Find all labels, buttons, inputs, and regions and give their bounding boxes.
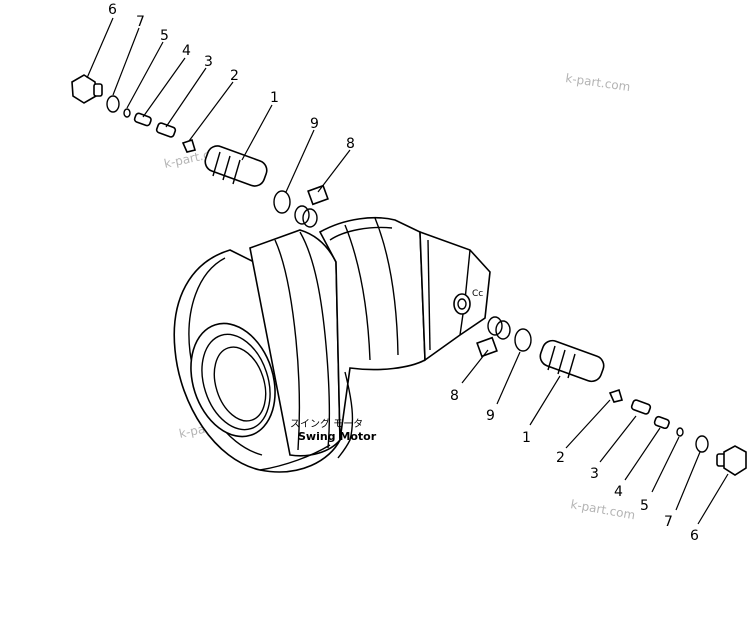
callout-bottom-6: 6 [690, 528, 699, 544]
watermark-top-right: k-part.com [565, 71, 632, 94]
part-bottom-1-valve [539, 339, 605, 383]
part-top-4-spring [133, 112, 152, 127]
part-top-9-oring [273, 190, 291, 214]
part-top-6-plug [71, 74, 103, 104]
callout-bottom-5: 5 [640, 498, 649, 514]
callout-top-5: 5 [160, 28, 169, 44]
callout-bottom-2: 2 [556, 450, 565, 466]
swing-motor-housing [173, 216, 491, 473]
part-bottom-9-oring [514, 328, 532, 352]
part-bottom-8-rings [476, 316, 511, 358]
swing-motor-label-jp: スイング モータ [290, 417, 363, 430]
part-bottom-4-spring [653, 415, 670, 430]
part-top-8-rings [294, 184, 329, 228]
callout-bottom-3: 3 [590, 466, 599, 482]
callout-top-7: 7 [136, 14, 145, 30]
part-bottom-6-plug [716, 445, 747, 476]
callout-bottom-7: 7 [664, 514, 673, 530]
callout-top-3: 3 [204, 54, 213, 70]
watermark-bottom-right: k-part.com [569, 497, 636, 522]
housing-mark: Cc [472, 289, 483, 299]
callout-top-8: 8 [346, 136, 355, 152]
callout-bottom-8: 8 [450, 388, 459, 404]
callout-top-2: 2 [230, 68, 239, 84]
part-top-7-oring [106, 95, 120, 113]
callout-top-4: 4 [182, 43, 191, 59]
part-top-2-poppet [181, 138, 197, 153]
callout-bottom-9: 9 [486, 408, 495, 424]
part-top-1-valve [204, 145, 268, 187]
callout-top-1: 1 [270, 90, 279, 106]
part-bottom-2-poppet [608, 388, 624, 403]
part-bottom-3-spring [630, 399, 652, 415]
part-top-3-spring [155, 122, 177, 138]
callout-bottom-4: 4 [614, 484, 623, 500]
part-bottom-5-ring [676, 427, 684, 437]
callout-top-6: 6 [108, 2, 117, 18]
part-bottom-7-oring [695, 435, 709, 453]
callout-top-9: 9 [310, 116, 319, 132]
callout-bottom-1: 1 [522, 430, 531, 446]
part-top-5-ring [123, 108, 131, 118]
swing-motor-label-en: Swing Motor [298, 430, 377, 443]
